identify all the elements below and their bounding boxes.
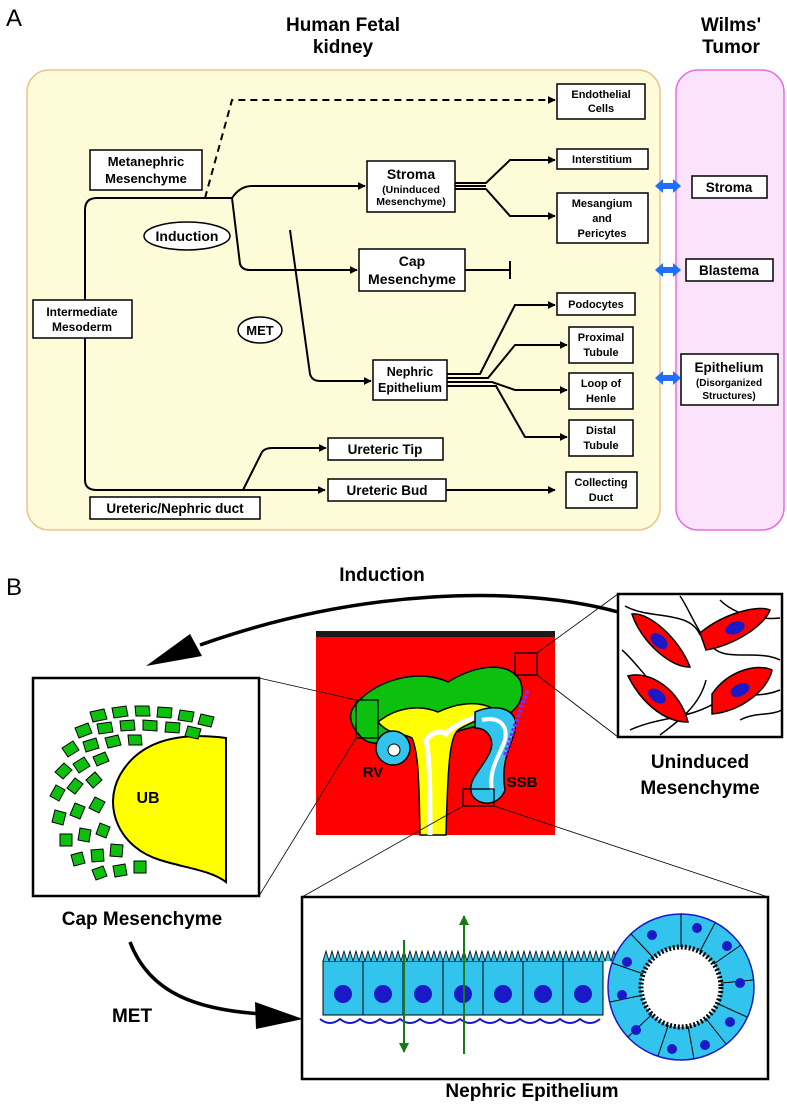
- cap-inset-marker: [355, 699, 379, 739]
- uninduced-label-line2: Mesenchyme: [640, 778, 759, 799]
- svg-text:Mesenchyme: Mesenchyme: [368, 271, 456, 287]
- double-arrow-epithelium-icon: [655, 371, 681, 385]
- svg-text:Structures): Structures): [702, 391, 755, 402]
- node-podocytes: Podocytes: [556, 292, 636, 316]
- svg-text:(Uninduced: (Uninduced: [382, 184, 440, 196]
- ub-label: UB: [136, 790, 159, 807]
- svg-text:Interstitium: Interstitium: [572, 154, 632, 166]
- svg-text:Proximal: Proximal: [578, 332, 624, 344]
- svg-text:Duct: Duct: [589, 492, 614, 504]
- uninduced-mesenchyme-inset: [616, 592, 784, 739]
- svg-text:Epithelium: Epithelium: [694, 360, 763, 375]
- svg-text:Metanephric: Metanephric: [108, 154, 185, 169]
- svg-text:Nephric: Nephric: [387, 365, 434, 379]
- kidney-heading-line1: Human Fetal: [286, 15, 400, 36]
- panel-a-letter: A: [6, 5, 22, 32]
- svg-text:and: and: [592, 213, 612, 225]
- svg-text:Pericytes: Pericytes: [578, 228, 627, 240]
- label-induction: Induction: [143, 221, 231, 251]
- svg-text:Mesenchyme): Mesenchyme): [376, 196, 445, 208]
- tumor-panel: [675, 69, 785, 531]
- svg-text:Cap: Cap: [399, 253, 425, 269]
- svg-text:Endothelial: Endothelial: [571, 89, 630, 101]
- svg-text:Podocytes: Podocytes: [568, 299, 624, 311]
- double-arrow-stroma-icon: [655, 179, 681, 193]
- node-nephric-epithelium: Nephric Epithelium: [372, 359, 448, 401]
- kidney-section: [316, 631, 555, 836]
- nephric-epithelium-inset: [300, 895, 770, 1081]
- uninduced-inset-marker: [514, 652, 538, 676]
- svg-text:Loop of: Loop of: [581, 378, 622, 390]
- ureteric-lumen: [423, 713, 483, 836]
- svg-text:Epithelium: Epithelium: [378, 381, 442, 395]
- node-ureteric-nephric-duct: Ureteric/Nephric duct: [89, 496, 261, 520]
- node-loop-of-henle: Loop of Henle: [568, 372, 634, 410]
- ssb-label: SSB: [507, 774, 538, 791]
- met-arrowhead-icon: [255, 1002, 303, 1029]
- cap-mesenchyme-label: Cap Mesenchyme: [62, 909, 223, 930]
- epithelial-tubule-cross-section: [607, 913, 755, 1061]
- svg-text:Ureteric Tip: Ureteric Tip: [348, 442, 423, 457]
- node-ureteric-tip: Ureteric Tip: [327, 437, 444, 461]
- lineage-connectors: [84, 96, 568, 494]
- uninduced-label-line1: Uninduced: [651, 752, 749, 773]
- svg-text:Blastema: Blastema: [699, 263, 760, 278]
- induction-curve-arrow: [199, 593, 619, 647]
- tumor-epithelium: Epithelium (Disorganized Structures): [680, 353, 779, 406]
- met-curve-arrow: [128, 941, 263, 1016]
- rv-label: RV: [363, 764, 384, 781]
- svg-text:Mesoderm: Mesoderm: [52, 320, 112, 334]
- node-stroma: Stroma (Uninduced Mesenchyme): [366, 160, 456, 213]
- svg-text:Ureteric/Nephric duct: Ureteric/Nephric duct: [106, 501, 244, 516]
- endothelial-sprout: [503, 689, 530, 756]
- node-collecting-duct: Collecting Duct: [565, 471, 638, 509]
- svg-text:Ureteric Bud: Ureteric Bud: [346, 483, 427, 498]
- node-mesangium-pericytes: Mesangium and Pericytes: [556, 192, 649, 244]
- svg-text:Distal: Distal: [586, 425, 616, 437]
- svg-text:Tubule: Tubule: [583, 440, 618, 452]
- svg-text:MET: MET: [246, 323, 274, 338]
- zoom-lines: [258, 593, 769, 898]
- svg-text:Mesenchyme: Mesenchyme: [105, 171, 187, 186]
- cap-mesenchyme-inset: [31, 676, 261, 898]
- node-ureteric-bud: Ureteric Bud: [327, 478, 447, 502]
- node-interstitium: Interstitium: [556, 148, 649, 170]
- epithelial-sheet: [319, 949, 660, 1024]
- tumor-stroma: Stroma: [691, 175, 768, 199]
- nephric-inset-marker: [462, 788, 495, 807]
- node-proximal-tubule: Proximal Tubule: [568, 326, 634, 364]
- panel-b-letter: B: [6, 574, 22, 601]
- induction-label: Induction: [339, 565, 424, 586]
- tumor-heading-line1: Wilms': [701, 15, 761, 36]
- svg-text:Henle: Henle: [586, 393, 616, 405]
- svg-text:Cells: Cells: [588, 103, 614, 115]
- node-endothelial-cells: Endothelial Cells: [556, 83, 646, 120]
- tumor-blastema: Blastema: [685, 258, 774, 282]
- node-distal-tubule: Distal Tubule: [568, 419, 634, 457]
- svg-text:Mesangium: Mesangium: [572, 198, 633, 210]
- node-metanephric-mesenchyme: Metanephric Mesenchyme: [89, 149, 203, 191]
- svg-text:Stroma: Stroma: [387, 166, 435, 182]
- node-cap-mesenchyme: Cap Mesenchyme: [358, 248, 466, 292]
- label-met: MET: [237, 316, 283, 344]
- node-intermediate-mesoderm: Intermediate Mesoderm: [32, 299, 133, 339]
- induction-arrowhead-icon: [146, 634, 202, 666]
- tumor-heading-line2: Tumor: [702, 37, 760, 58]
- svg-text:Stroma: Stroma: [706, 180, 753, 195]
- met-label: MET: [112, 1006, 153, 1027]
- svg-text:Tubule: Tubule: [583, 347, 618, 359]
- svg-text:Collecting: Collecting: [574, 477, 627, 489]
- svg-text:Intermediate: Intermediate: [46, 305, 118, 319]
- double-arrow-icons: [655, 179, 681, 385]
- svg-text:Induction: Induction: [156, 228, 219, 244]
- cap-cells: [49, 705, 215, 881]
- double-arrow-blastema-icon: [655, 263, 681, 277]
- svg-text:(Disorganized: (Disorganized: [696, 378, 762, 389]
- nephric-epithelium-label: Nephric Epithelium: [445, 1081, 618, 1102]
- kidney-heading-line2: kidney: [313, 37, 374, 58]
- ureteric-bud-tree: [376, 702, 493, 836]
